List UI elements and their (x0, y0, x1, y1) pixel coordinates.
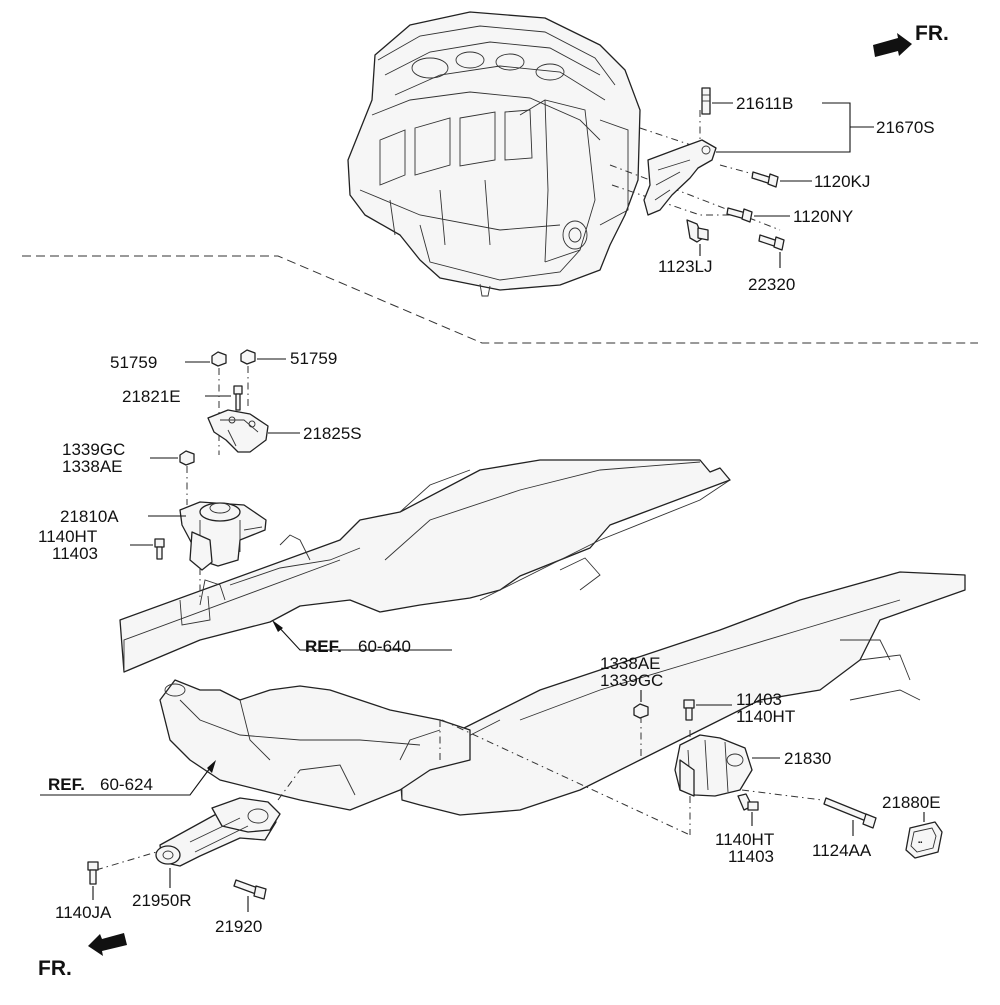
section-divider (22, 255, 978, 344)
part-label-21950r: 21950R (132, 891, 192, 910)
part-label-1339gc-right: 1339GC (600, 671, 663, 690)
bolt-icon (233, 879, 267, 900)
part-label-1140ja: 1140JA (55, 903, 112, 922)
part-label-1140ht-right-top: 1140HT (736, 707, 795, 726)
bolt-icon (726, 207, 753, 223)
bolt-icon (751, 171, 779, 188)
nut-icon (211, 351, 227, 367)
direction-label-top: FR. (915, 22, 949, 45)
part-label-22320: 22320 (748, 275, 795, 294)
part-label-51759-left: 51759 (110, 353, 157, 372)
assembly-line (95, 847, 171, 871)
nut-icon (240, 349, 256, 365)
cap-marking: ▪▪ (918, 840, 922, 846)
part-label-11403-left: 11403 (52, 544, 98, 563)
part-label-1140ht-right-bottom: 1140HT (715, 830, 774, 849)
part-label-11403-right-top: 11403 (736, 690, 782, 709)
part-label-1120ny: 1120NY (793, 207, 853, 226)
direction-label-bottom: FR. (38, 957, 72, 980)
part-label-21670s: 21670S (876, 118, 935, 137)
reference-code-624: 60-624 (100, 775, 153, 794)
reference-prefix-624: REF. (48, 775, 85, 794)
assembly-line (277, 769, 301, 801)
bolt-icon (87, 861, 99, 885)
part-label-1123lj: 1123LJ (658, 257, 713, 276)
part-label-1140ht-left: 1140HT (38, 527, 97, 546)
engine-mount-insulator-icon (179, 501, 267, 571)
nut-icon (179, 450, 195, 466)
subframe-illustration (119, 459, 966, 816)
part-label-1124aa: 1124AA (812, 841, 872, 860)
bolt-icon (737, 793, 759, 811)
bolt-icon (154, 538, 165, 560)
part-label-21821e: 21821E (122, 387, 181, 406)
bolt-icon (233, 385, 243, 411)
engine-bracket-icon (643, 139, 717, 216)
bolt-icon (701, 87, 711, 115)
mount-bracket-icon (207, 409, 269, 453)
reference-prefix-640: REF. (305, 637, 342, 656)
part-label-1120kj: 1120KJ (814, 172, 870, 191)
engine-block-illustration (347, 11, 641, 297)
part-label-1339gc-top: 1339GC (62, 440, 125, 459)
bolt-icon (683, 699, 695, 721)
roll-rod-icon (155, 797, 281, 867)
assembly-line (741, 789, 823, 801)
part-label-1338ae-right: 1338AE (600, 654, 661, 673)
front-direction-arrow-icon (88, 933, 127, 956)
assembly-line (441, 719, 691, 836)
part-label-21830: 21830 (784, 749, 831, 768)
transmission-mount-icon (674, 734, 753, 797)
front-direction-arrow-icon (873, 33, 912, 57)
bolt-icon (686, 219, 709, 243)
part-label-1338ae-top: 1338AE (62, 457, 123, 476)
part-label-11403-right-bottom: 11403 (728, 847, 774, 866)
part-label-21611b: 21611B (736, 94, 793, 113)
part-label-21825s: 21825S (303, 424, 362, 443)
part-label-21880e: 21880E (882, 793, 941, 812)
cap-icon: ▪▪ (905, 821, 943, 859)
reference-code-640: 60-640 (358, 637, 411, 656)
bolt-icon (758, 234, 785, 251)
part-label-21920: 21920 (215, 917, 262, 936)
part-label-51759-right: 51759 (290, 349, 337, 368)
nut-icon (633, 703, 649, 719)
bolt-icon (823, 797, 877, 829)
part-label-21810a: 21810A (60, 507, 119, 526)
